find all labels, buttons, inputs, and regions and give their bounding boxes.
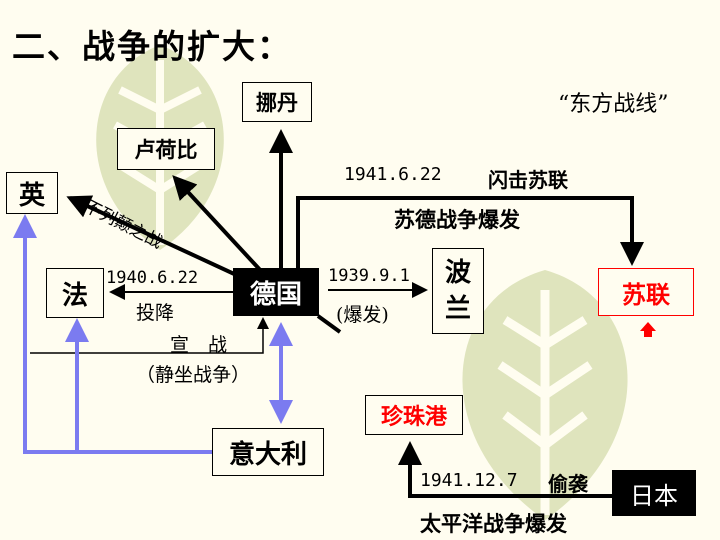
label-pacific-war: 太平洋战争爆发 bbox=[420, 511, 567, 536]
label-france-date: 1940.6.22 bbox=[106, 268, 199, 288]
label-east-front: “东方战线” bbox=[558, 92, 669, 117]
node-ussr: 苏联 bbox=[598, 268, 694, 316]
node-norway: 挪丹 bbox=[242, 82, 312, 122]
leaf-icon bbox=[462, 270, 628, 520]
page-title: 二、战争的扩大： bbox=[12, 27, 292, 66]
node-poland: 波兰 bbox=[432, 248, 484, 334]
label-ussr-date: 1941.6.22 bbox=[344, 164, 442, 185]
label-phony-war: （静坐战争） bbox=[136, 364, 251, 386]
label-france-surrender: 投降 bbox=[136, 302, 175, 324]
node-italy: 意大利 bbox=[212, 428, 324, 476]
red-up-arrow-icon bbox=[640, 322, 656, 337]
label-pearl-date: 1941.12.7 bbox=[420, 470, 518, 491]
arrow-germany-britain bbox=[66, 195, 259, 287]
arrow-japan-pearl bbox=[398, 441, 612, 498]
arrow-declare-war bbox=[30, 317, 269, 354]
arrow-germany-ussr bbox=[296, 196, 644, 268]
blue-link-italy-britain bbox=[12, 214, 212, 454]
arrow-germany-southeast bbox=[316, 314, 342, 334]
label-ussr-blitz: 闪击苏联 bbox=[488, 168, 568, 192]
label-poland-outbreak: (爆发) bbox=[336, 304, 389, 326]
node-japan: 日本 bbox=[612, 470, 696, 516]
node-france: 法 bbox=[46, 268, 104, 318]
node-britain: 英 bbox=[6, 172, 58, 214]
label-ussr-war: 苏德战争爆发 bbox=[394, 207, 520, 232]
label-pearl-attack: 偷袭 bbox=[548, 472, 588, 496]
node-pearl-harbor: 珍珠港 bbox=[365, 395, 463, 435]
node-germany: 德国 bbox=[233, 268, 319, 316]
label-declare-war: 宣 战 bbox=[170, 334, 228, 356]
label-poland-date: 1939.9.1 bbox=[328, 266, 410, 286]
arrow-germany-benelux bbox=[172, 175, 264, 274]
node-benelux: 卢荷比 bbox=[117, 128, 215, 170]
